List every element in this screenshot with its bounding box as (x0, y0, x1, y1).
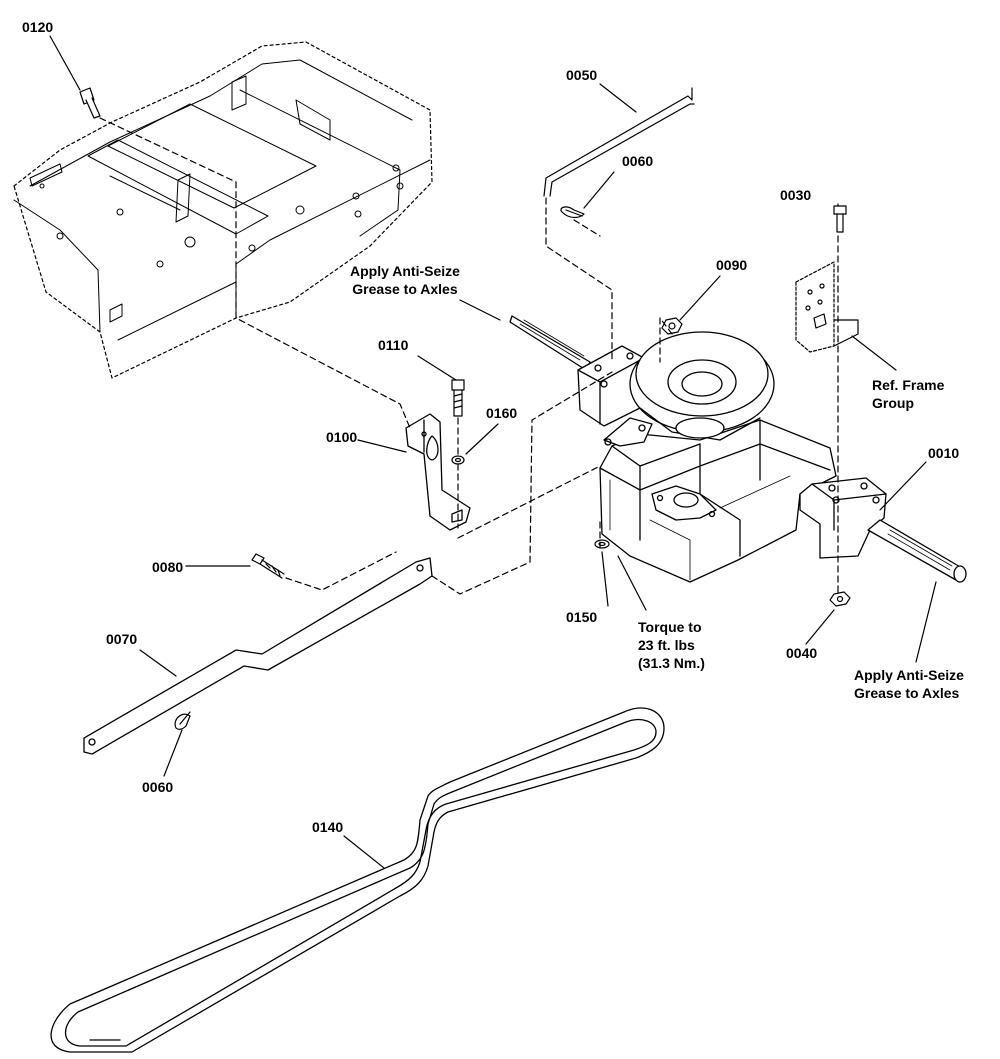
note-grease-left-line2: Grease to Axles (352, 281, 458, 297)
bolt-0120 (79, 87, 101, 119)
nut-0040 (829, 591, 851, 607)
label-0150: 0150 (566, 609, 598, 625)
ref-frame-bracket (795, 261, 859, 353)
bolt-0080 (251, 553, 285, 579)
note-torque-line2: 23 ft. lbs (638, 637, 695, 653)
hairpin-clip-0060-lower (174, 711, 191, 730)
note-grease-left: Apply Anti-Seize Grease to Axles (350, 262, 460, 298)
shift-rod-0050 (543, 87, 695, 197)
drive-belt-0140 (50, 707, 665, 1053)
bolt-0110 (451, 379, 465, 417)
note-torque-line1: Torque to (638, 619, 702, 635)
label-0040: 0040 (786, 645, 818, 661)
note-grease-right-line1: Apply Anti-Seize (854, 667, 964, 683)
alignment-lines (99, 117, 839, 595)
nut-0090 (661, 317, 683, 335)
note-grease-right: Apply Anti-Seize Grease to Axles (854, 666, 964, 702)
washer-0160 (451, 455, 465, 465)
note-grease-right-line2: Grease to Axles (854, 685, 960, 701)
hairpin-clip-0060-upper (560, 206, 585, 219)
label-0110: 0110 (378, 337, 409, 353)
note-torque: Torque to 23 ft. lbs (31.3 Nm.) (638, 618, 705, 672)
bracket-0100 (405, 413, 471, 531)
note-grease-left-line1: Apply Anti-Seize (350, 263, 460, 279)
note-ref-frame-line1: Ref. Frame (872, 377, 945, 393)
note-torque-line3: (31.3 Nm.) (638, 655, 705, 671)
transaxle-0010 (509, 315, 967, 583)
label-0060-upper: 0060 (622, 153, 654, 169)
label-0030: 0030 (780, 187, 812, 203)
washer-0150 (594, 539, 610, 549)
frame-assembly (13, 41, 433, 379)
note-ref-frame: Ref. Frame Group (872, 376, 944, 412)
label-0100: 0100 (326, 429, 358, 445)
bolt-0030 (833, 205, 847, 233)
label-0160: 0160 (486, 405, 518, 421)
control-rod-0070 (83, 557, 433, 755)
label-0050: 0050 (566, 67, 598, 83)
note-ref-frame-line2: Group (872, 395, 914, 411)
label-0140: 0140 (312, 819, 344, 835)
label-0120: 0120 (22, 19, 54, 35)
leader-lines (49, 35, 937, 869)
label-0080: 0080 (152, 559, 184, 575)
label-0070: 0070 (106, 631, 138, 647)
label-0060-lower: 0060 (142, 779, 174, 795)
label-0090: 0090 (716, 257, 748, 273)
label-0010: 0010 (928, 445, 960, 461)
